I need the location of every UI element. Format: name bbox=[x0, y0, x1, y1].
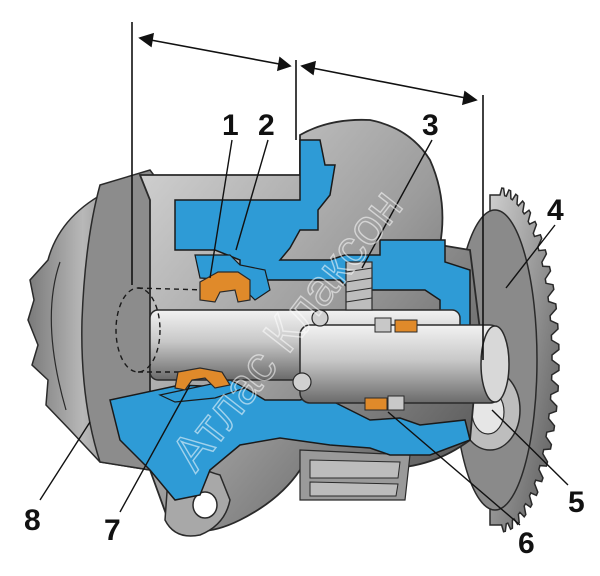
lock-screw bbox=[345, 261, 373, 311]
callout-2: 2 bbox=[258, 109, 275, 142]
callout-8: 8 bbox=[24, 504, 41, 537]
callout-labels: 1 2 3 4 5 6 7 8 bbox=[24, 109, 585, 560]
callout-7: 7 bbox=[104, 514, 121, 547]
callout-1: 1 bbox=[222, 109, 239, 142]
callout-6: 6 bbox=[518, 527, 535, 560]
seals bbox=[174, 271, 251, 391]
callout-4: 4 bbox=[547, 194, 564, 227]
upper-seal bbox=[199, 271, 251, 303]
dimension-lines bbox=[131, 22, 484, 360]
lower-seal bbox=[174, 367, 231, 391]
bearing-elements bbox=[292, 309, 418, 411]
callout-3: 3 bbox=[422, 109, 439, 142]
callout-5: 5 bbox=[568, 486, 585, 519]
leader-lines bbox=[39, 139, 569, 526]
